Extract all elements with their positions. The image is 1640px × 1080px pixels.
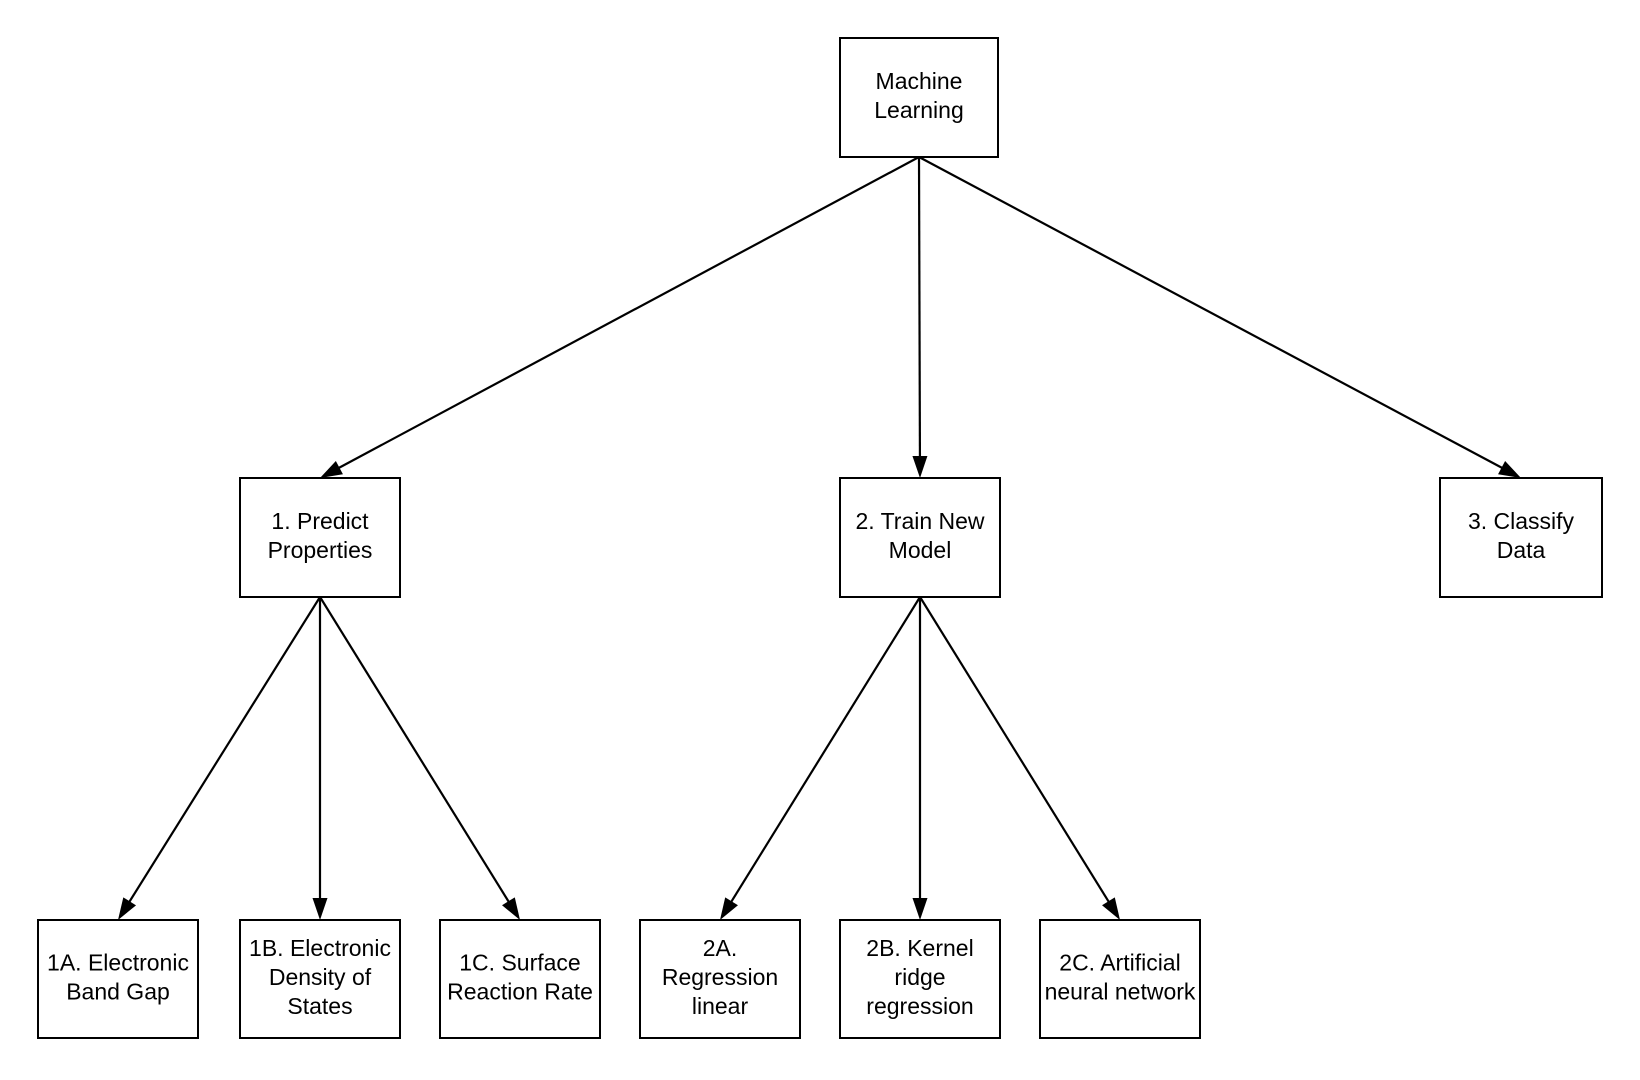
arrowhead-icon — [502, 897, 520, 920]
edge-line — [335, 156, 920, 471]
edge-line — [126, 596, 321, 906]
arrowhead-icon — [1102, 897, 1120, 920]
edge-n1-to-n1b — [312, 597, 328, 920]
arrowhead-icon — [312, 898, 328, 920]
node-box[interactable] — [639, 919, 801, 1039]
node-box[interactable] — [839, 477, 1001, 598]
node-box[interactable] — [439, 919, 601, 1039]
edge-line — [919, 596, 1112, 906]
edge-line — [918, 156, 1506, 471]
node-box[interactable] — [839, 919, 1001, 1039]
edge-n1-to-n1c — [319, 596, 520, 920]
edge-n2-to-n2b — [912, 597, 928, 920]
node-box[interactable] — [239, 919, 401, 1039]
node-box[interactable] — [37, 919, 199, 1039]
edge-root-to-n1 — [320, 156, 920, 478]
edges-layer — [118, 156, 1521, 920]
node-box[interactable] — [839, 37, 999, 158]
arrowhead-icon — [118, 897, 137, 920]
edge-line — [917, 156, 922, 461]
arrowhead-icon — [320, 460, 343, 478]
node-box[interactable] — [239, 477, 401, 598]
node-box[interactable] — [1439, 477, 1603, 598]
arrowhead-icon — [912, 455, 928, 478]
edge-n1-to-n1a — [118, 596, 321, 920]
edge-line — [728, 596, 921, 906]
edge-line — [319, 596, 512, 906]
arrowhead-icon — [912, 898, 928, 920]
edge-root-to-n3 — [918, 156, 1521, 478]
edge-n2-to-n2a — [720, 596, 921, 920]
edge-root-to-n2 — [912, 156, 928, 478]
node-box[interactable] — [1039, 919, 1201, 1039]
arrowhead-icon — [1498, 461, 1521, 478]
arrowhead-icon — [720, 897, 738, 920]
edge-n2-to-n2c — [919, 596, 1120, 920]
